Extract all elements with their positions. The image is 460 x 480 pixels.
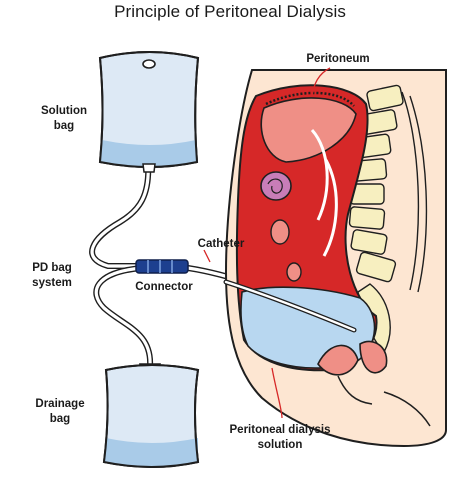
bowel-loop-lower (286, 262, 302, 282)
bladder (317, 344, 359, 376)
connector (135, 259, 189, 274)
label-pd-solution: Peritoneal dialysis solution (229, 424, 331, 451)
diagram-title: Principle of Peritoneal Dialysis (114, 2, 346, 21)
rectum (359, 340, 388, 374)
solution-bag (98, 51, 200, 173)
leader-lines (203, 67, 331, 419)
uterus (260, 171, 292, 201)
drainage-bag (102, 363, 200, 468)
bowel-loop (270, 219, 290, 245)
label-peritoneum: Peritoneum (306, 53, 370, 65)
label-drainage-bag: Drainage bag (35, 398, 85, 425)
label-pd-bag-system: PD bag system (32, 262, 72, 289)
liver (260, 97, 357, 163)
body-cross-section (224, 69, 447, 448)
label-solution-bag: Solution bag (41, 105, 87, 132)
label-connector: Connector (135, 281, 193, 293)
label-catheter: Catheter (197, 238, 245, 250)
